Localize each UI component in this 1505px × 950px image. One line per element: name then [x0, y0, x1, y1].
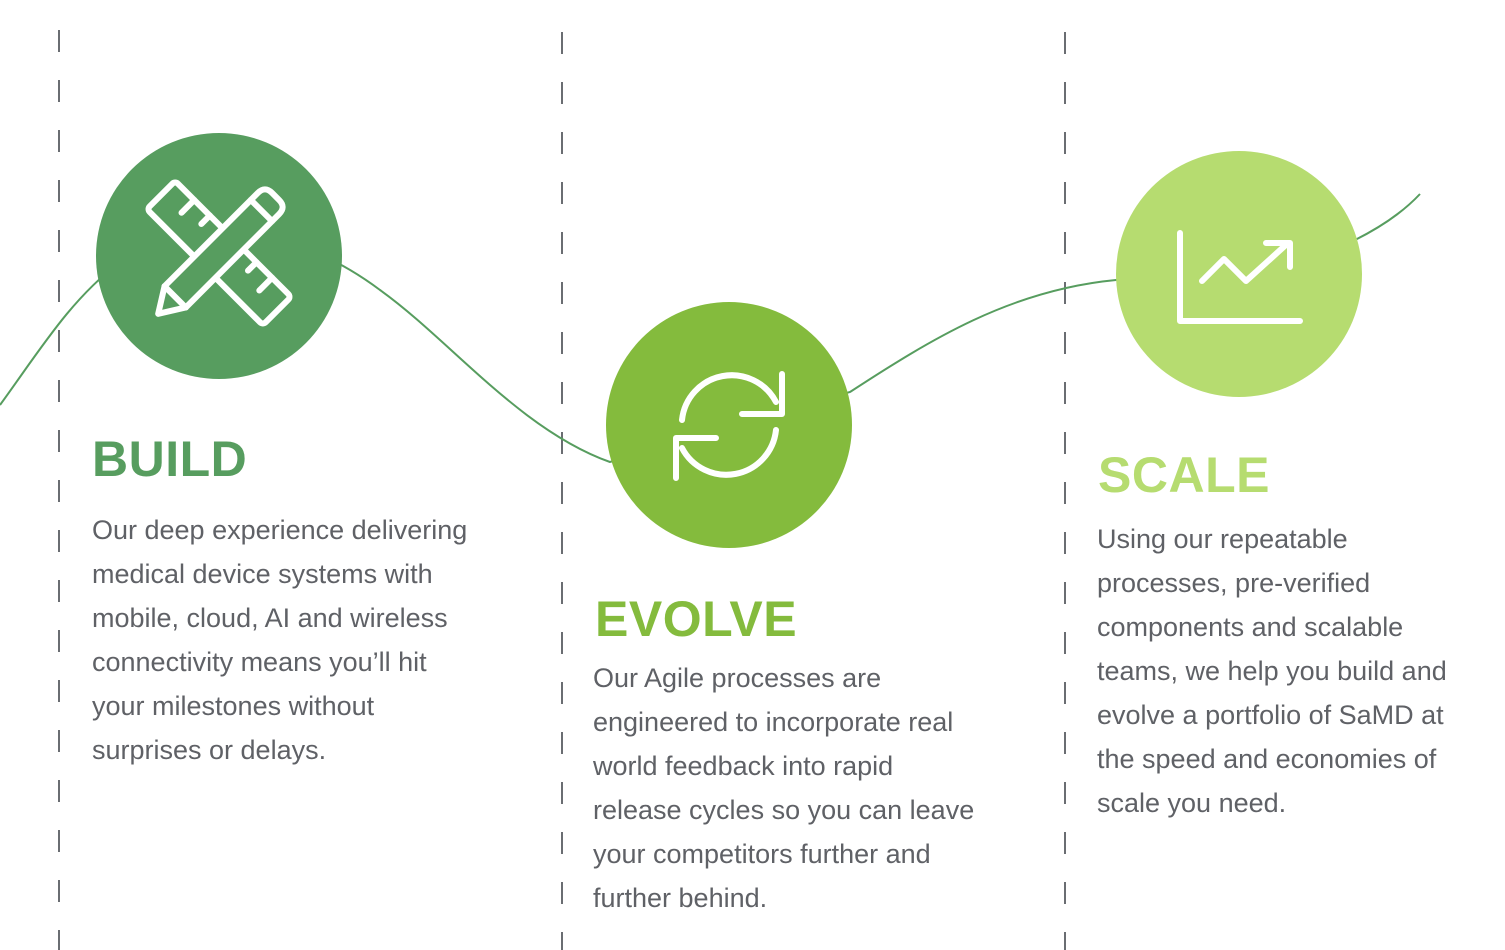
build-description-line: connectivity means you’ll hit — [92, 647, 427, 677]
evolve-title: EVOLVE — [595, 591, 798, 647]
evolve-description-line: Our Agile processes are — [593, 663, 882, 693]
build-title: BUILD — [92, 431, 248, 487]
evolve-icon-circle — [606, 302, 852, 548]
evolve-description-line: further behind. — [593, 883, 768, 913]
evolve-description: Our Agile processes are engineered to in… — [593, 656, 974, 920]
evolve-description-line: world feedback into rapid — [593, 751, 894, 781]
scale-description-line: the speed and economies of — [1097, 744, 1437, 774]
build-icon-circle — [96, 133, 342, 379]
column-dividers — [58, 30, 1066, 950]
build-description-line: mobile, cloud, AI and wireless — [92, 603, 448, 633]
build-description-line: Our deep experience delivering — [92, 515, 468, 545]
build-description-line: medical device systems with — [92, 559, 433, 589]
build-description-line: your milestones without — [92, 691, 375, 721]
scale-description-line: teams, we help you build and — [1097, 656, 1447, 686]
scale-description-line: processes, pre-verified — [1097, 568, 1371, 598]
scale-description-line: scale you need. — [1097, 788, 1287, 818]
build-description: Our deep experience delivering medical d… — [92, 508, 467, 772]
evolve-description-line: engineered to incorporate real — [593, 707, 954, 737]
scale-title: SCALE — [1098, 447, 1270, 503]
scale-icon-circle — [1116, 151, 1362, 397]
scale-description-line: Using our repeatable — [1097, 524, 1348, 554]
evolve-description-line: release cycles so you can leave — [593, 795, 975, 825]
build-description-line: surprises or delays. — [92, 735, 327, 765]
scale-description-line: evolve a portfolio of SaMD at — [1097, 700, 1444, 730]
pencil-ruler-icon — [145, 179, 293, 327]
scale-description-line: components and scalable — [1097, 612, 1404, 642]
refresh-arrows-icon — [673, 371, 785, 481]
scale-description: Using our repeatable processes, pre-veri… — [1097, 517, 1447, 825]
growth-chart-icon — [1177, 230, 1303, 324]
evolve-description-line: your competitors further and — [593, 839, 931, 869]
